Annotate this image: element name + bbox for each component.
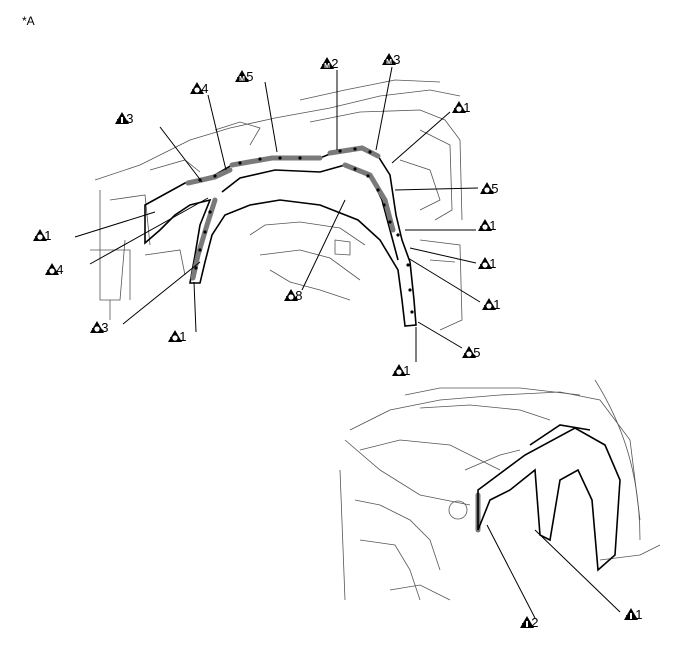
inset-body-structure bbox=[339, 379, 661, 601]
callout-o1-bl: –1 bbox=[168, 330, 186, 344]
callout-o1-b: –1 bbox=[392, 364, 410, 378]
callout-o1-r2: –1 bbox=[478, 257, 496, 271]
callout-number: 4 bbox=[201, 81, 209, 96]
sealer-dots bbox=[194, 147, 414, 314]
callout-o1-l: –1 bbox=[33, 229, 51, 243]
callout-i3: –3 bbox=[115, 112, 133, 126]
callout-number: 2 bbox=[331, 56, 339, 71]
inset-liner-outline bbox=[477, 424, 621, 572]
wheelhouse-outline bbox=[144, 147, 417, 327]
callout-i2: –2 bbox=[520, 616, 538, 630]
callout-o1-r1: –1 bbox=[478, 219, 496, 233]
I-letter-icon bbox=[520, 616, 534, 628]
callout-o3: –3 bbox=[90, 321, 108, 335]
callout-number: 1 bbox=[489, 256, 497, 271]
callout-i1: –1 bbox=[624, 608, 642, 622]
M-letter-icon: M bbox=[320, 57, 334, 69]
callout-number: 1 bbox=[493, 297, 501, 312]
callout-number: 4 bbox=[56, 262, 64, 277]
svg-text:M: M bbox=[324, 63, 330, 69]
callout-o5-br: –5 bbox=[462, 346, 480, 360]
M-letter-icon: M bbox=[382, 53, 396, 65]
callout-o4-top: –4 bbox=[190, 82, 208, 96]
I-letter-icon bbox=[115, 112, 129, 124]
svg-text:M: M bbox=[386, 59, 392, 65]
callout-o8: –8 bbox=[284, 289, 302, 303]
callout-o1-tr: –1 bbox=[452, 101, 470, 115]
callout-m2: M–2 bbox=[320, 57, 338, 71]
callout-number: 5 bbox=[246, 69, 254, 84]
circle-letter-icon bbox=[90, 321, 104, 333]
circle-letter-icon bbox=[392, 364, 406, 376]
figure-tag: *A bbox=[22, 14, 35, 28]
M-letter-icon: M bbox=[235, 70, 249, 82]
circle-letter-icon bbox=[45, 263, 59, 275]
circle-letter-icon bbox=[452, 101, 466, 113]
callout-number: 3 bbox=[393, 52, 401, 67]
background-body-structure bbox=[90, 79, 463, 331]
leader-lines bbox=[74, 66, 621, 619]
callout-number: 1 bbox=[489, 218, 497, 233]
circle-letter-icon bbox=[478, 219, 492, 231]
callout-number: 1 bbox=[179, 329, 187, 344]
callout-number: 1 bbox=[44, 228, 52, 243]
callout-number: 3 bbox=[126, 111, 134, 126]
callout-number: 3 bbox=[101, 320, 109, 335]
callout-o1-r3: –1 bbox=[482, 298, 500, 312]
I-letter-icon bbox=[624, 608, 638, 620]
callout-number: 2 bbox=[531, 615, 539, 630]
circle-letter-icon bbox=[284, 289, 298, 301]
callout-m5: M–5 bbox=[235, 70, 253, 84]
circle-letter-icon bbox=[190, 82, 204, 94]
callout-number: 5 bbox=[491, 181, 499, 196]
callout-number: 1 bbox=[403, 363, 411, 378]
callout-number: 8 bbox=[295, 288, 303, 303]
callout-number: 1 bbox=[463, 100, 471, 115]
callout-o5-r: –5 bbox=[480, 182, 498, 196]
circle-letter-icon bbox=[168, 330, 182, 342]
callout-o4-l: –4 bbox=[45, 263, 63, 277]
circle-letter-icon bbox=[478, 257, 492, 269]
circle-letter-icon bbox=[33, 229, 47, 241]
svg-text:M: M bbox=[239, 76, 245, 82]
circle-letter-icon bbox=[480, 182, 494, 194]
callout-number: 1 bbox=[635, 607, 643, 622]
circle-letter-icon bbox=[462, 346, 476, 358]
callout-m3: M–3 bbox=[382, 53, 400, 67]
circle-letter-icon bbox=[482, 298, 496, 310]
callout-number: 5 bbox=[473, 345, 481, 360]
sealer-application-lines bbox=[185, 145, 481, 533]
